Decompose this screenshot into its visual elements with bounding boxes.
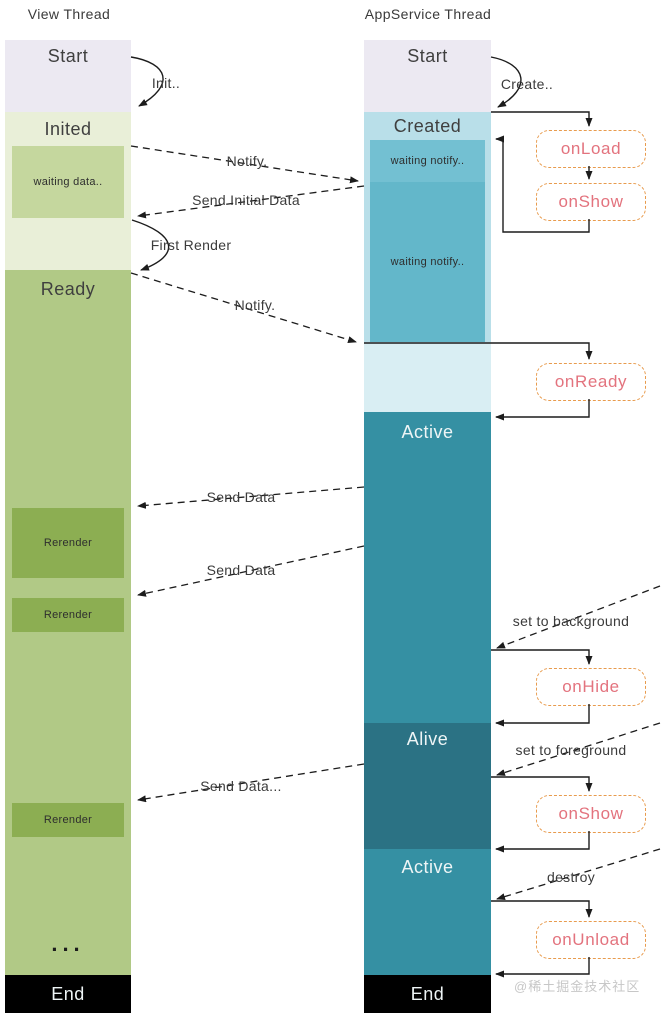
connector-onunload-return xyxy=(495,957,590,978)
msg-create: Create.. xyxy=(500,76,554,92)
onunload-callback-box: onUnload xyxy=(536,921,646,959)
onload-label: onLoad xyxy=(560,139,622,158)
msg-send-data-3: Send Data... xyxy=(200,778,282,794)
view-thread-title: View Thread xyxy=(27,6,111,22)
view-waiting-data-label: waiting data.. xyxy=(33,176,103,188)
view-rerender-block-1: Rerender xyxy=(12,508,124,578)
onshow-label: onShow xyxy=(558,192,624,211)
app-waiting-notify-block-2: waiting notify.. xyxy=(370,182,485,342)
connector-background-onhide xyxy=(491,649,593,665)
appservice-thread-title: AppService Thread xyxy=(364,6,492,22)
view-ellipsis: ... xyxy=(51,931,85,956)
msg-set-to-foreground: set to foreground xyxy=(515,742,627,758)
msg-notify-1: Notify. xyxy=(226,153,268,169)
connector-onready-return xyxy=(495,399,590,421)
app-start-block: Start xyxy=(364,40,491,112)
connector-destroy-onunload xyxy=(491,900,593,918)
connector-foreground-onshow xyxy=(491,776,593,792)
view-ready-label: Ready xyxy=(40,279,96,299)
app-waiting-notify-label: waiting notify.. xyxy=(390,155,465,167)
view-rerender-label: Rerender xyxy=(43,609,93,621)
app-waiting-notify-label: waiting notify.. xyxy=(390,256,465,268)
app-alive-label: Alive xyxy=(406,729,449,749)
connector-onshow2-return xyxy=(495,831,590,853)
onready-label: onReady xyxy=(554,372,628,391)
app-end-label: End xyxy=(410,983,445,1004)
watermark: @稀土掘金技术社区 xyxy=(514,979,641,994)
onhide-callback-box: onHide xyxy=(536,668,646,706)
view-rerender-block-2: Rerender xyxy=(12,598,124,632)
app-pale-wait-block xyxy=(364,342,491,412)
msg-first-render: First Render xyxy=(150,237,232,253)
view-inited-label: Inited xyxy=(44,119,92,139)
onready-callback-box: onReady xyxy=(536,363,646,401)
app-created-label: Created xyxy=(393,116,462,136)
onshow-label: onShow xyxy=(558,804,624,823)
connector-create-onload xyxy=(491,111,593,127)
msg-init: Init.. xyxy=(151,75,181,91)
view-waiting-data-block: waiting data.. xyxy=(12,146,124,218)
onshow-callback-box-1: onShow xyxy=(536,183,646,221)
app-active-section-1: Active xyxy=(364,412,491,723)
onhide-label: onHide xyxy=(562,677,620,696)
msg-send-data-2: Send Data xyxy=(206,562,276,578)
app-active-section-2: Active xyxy=(364,849,491,975)
view-rerender-block-3: Rerender xyxy=(12,803,124,837)
onunload-label: onUnload xyxy=(552,930,630,949)
app-alive-section: Alive xyxy=(364,723,491,849)
msg-destroy: destroy xyxy=(546,869,596,885)
app-waiting-notify-block-1: waiting notify.. xyxy=(370,140,485,182)
app-end-block: End xyxy=(364,975,491,1013)
connector-onhide-return xyxy=(495,704,590,727)
view-start-block: Start xyxy=(5,40,131,112)
view-rerender-label: Rerender xyxy=(43,814,93,826)
app-start-label: Start xyxy=(407,46,448,66)
msg-set-to-background: set to background xyxy=(512,613,630,629)
app-active-label: Active xyxy=(401,857,454,877)
view-end-label: End xyxy=(51,983,85,1004)
view-start-label: Start xyxy=(47,46,89,66)
msg-send-data-1: Send Data xyxy=(206,489,276,505)
view-end-block: End xyxy=(5,975,131,1013)
app-active-label: Active xyxy=(401,422,454,442)
onshow-callback-box-2: onShow xyxy=(536,795,646,833)
msg-notify-2: Notify. xyxy=(234,297,276,313)
onload-callback-box: onLoad xyxy=(536,130,646,168)
view-rerender-label: Rerender xyxy=(43,537,93,549)
msg-send-initial-data: Send Initial Data xyxy=(192,192,300,208)
